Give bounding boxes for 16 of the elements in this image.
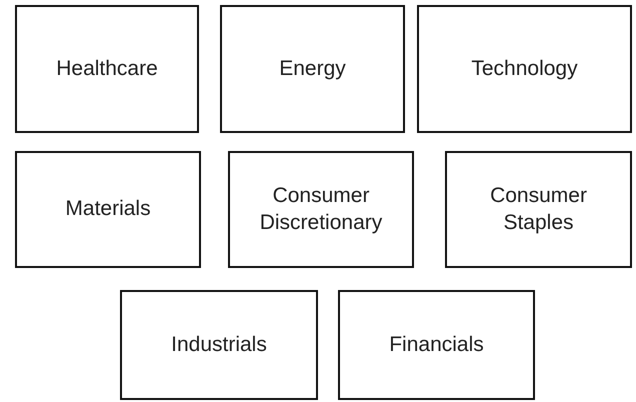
- sector-box: [15, 5, 199, 133]
- sector-label: Healthcare: [55, 56, 159, 82]
- sector-box: [445, 151, 632, 268]
- sector-label: Materials: [64, 196, 152, 222]
- sector-label: Consumer Discretionary: [258, 183, 384, 236]
- sector-label: Financials: [388, 332, 485, 358]
- sector-label: Energy: [278, 56, 347, 82]
- sector-label: Industrials: [170, 332, 268, 358]
- sector-box: [338, 290, 535, 400]
- sector-box: [120, 290, 318, 400]
- sector-label: Consumer Staples: [489, 183, 588, 236]
- sector-box: [228, 151, 414, 268]
- sector-label: Technology: [470, 56, 579, 82]
- sector-box: [15, 151, 201, 268]
- sector-box: [220, 5, 405, 133]
- sector-box: [417, 5, 632, 133]
